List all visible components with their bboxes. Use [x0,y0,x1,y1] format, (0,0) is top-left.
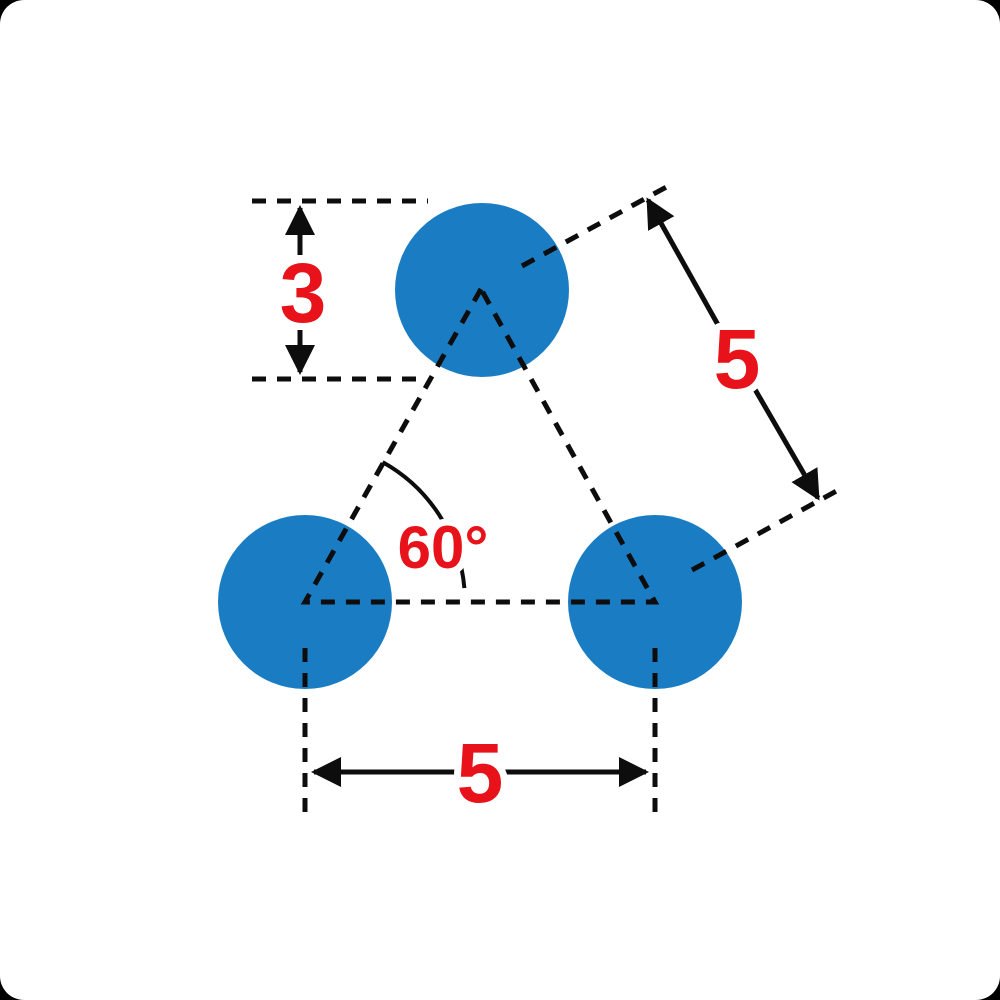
diagonal-dimension-group: 5 [520,182,844,573]
angle-label: 60° [398,514,489,581]
corner-mark-bottom-right [976,976,1000,1000]
extension-line-upper-diagonal [520,182,672,269]
angle-annotation-group: 60° [381,460,495,589]
dimension-arrow-upper [645,197,734,350]
diagonal-dimension-label: 5 [714,312,761,406]
horizontal-dimension-group: 5 [302,648,658,827]
angle-arc [381,460,467,589]
corner-mark-top-right [976,0,1000,24]
vertical-dimension-group: 3 [252,198,428,382]
corner-mark-bottom-left [0,976,24,1000]
horizontal-dimension-label: 5 [457,726,504,820]
centerline-triangle [300,283,660,605]
dimension-arrow-lower [728,346,821,501]
extension-line-lower-diagonal [690,485,844,573]
vertical-dimension-label: 3 [280,246,327,340]
corner-mark-top-left [0,0,24,24]
